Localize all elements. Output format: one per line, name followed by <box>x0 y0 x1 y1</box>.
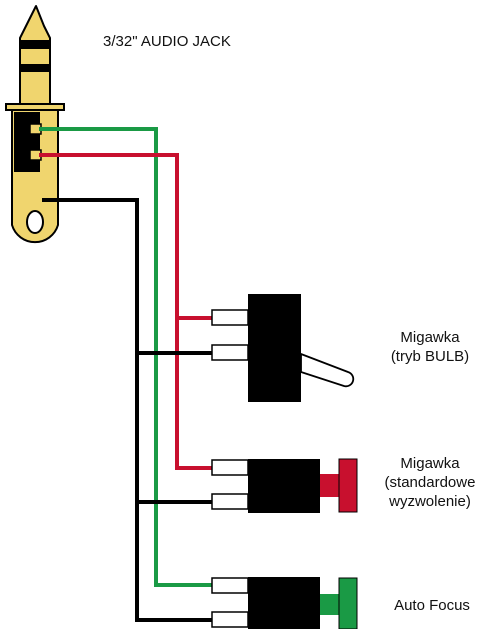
switch-pin <box>211 344 249 361</box>
switch-pin <box>211 459 249 476</box>
button-stem-red <box>320 474 340 497</box>
switch-pin <box>211 309 249 326</box>
label-bulb: Migawka (tryb BULB) <box>370 328 490 366</box>
push-button-autofocus <box>211 577 358 630</box>
jack-mount-hole <box>26 210 44 234</box>
wire-green <box>39 127 216 587</box>
label-standard: Migawka (standardowe wyzwolenie) <box>370 454 490 511</box>
label-line: wyzwolenie) <box>389 493 471 510</box>
switch-body <box>248 294 301 402</box>
jack-band-1 <box>20 40 50 49</box>
wire-red <box>39 153 216 470</box>
wire-black <box>42 198 216 622</box>
label-line: Auto Focus <box>394 597 470 614</box>
label-autofocus: Auto Focus <box>374 596 490 615</box>
jack-plug-tip <box>19 5 51 105</box>
label-line: (standardowe <box>384 474 476 491</box>
switch-body <box>248 577 320 629</box>
diagram-title: 3/32" AUDIO JACK <box>103 33 231 50</box>
label-line: (tryb BULB) <box>390 348 470 365</box>
switch-pin <box>211 577 249 594</box>
switch-body <box>248 459 320 513</box>
wires <box>39 127 216 622</box>
button-cap-green <box>338 577 358 630</box>
button-stem-green <box>320 594 340 615</box>
toggle-switch-bulb <box>211 294 355 402</box>
button-cap-red <box>338 458 358 513</box>
switch-pin <box>211 611 249 628</box>
label-line: Migawka <box>400 329 460 346</box>
label-line: Migawka <box>400 455 460 472</box>
switch-pin <box>211 493 249 510</box>
jack-band-2 <box>20 64 50 72</box>
toggle-lever <box>300 353 355 388</box>
audio-jack <box>5 5 65 244</box>
jack-terminal-block <box>14 112 40 172</box>
push-button-standard <box>211 458 358 513</box>
